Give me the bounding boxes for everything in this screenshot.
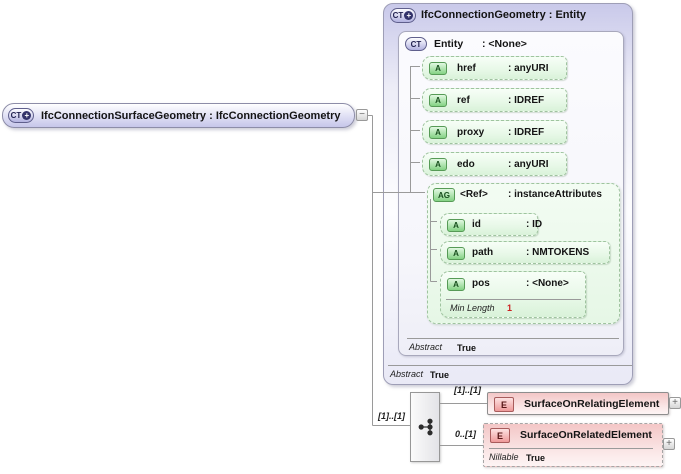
attribute-ref[interactable]: A ref : IDREF (422, 88, 567, 112)
complextype-plus-icon: CT+ (390, 8, 416, 23)
element-icon: E (490, 428, 510, 443)
attribute-path[interactable]: A path : NMTOKENS (440, 241, 610, 264)
attribute-proxy[interactable]: A proxy : IDREF (422, 120, 567, 144)
cardinality-relating: [1]..[1] (454, 385, 481, 395)
abstract-label: Abstract (409, 342, 443, 352)
attribute-type: : anyURI (508, 159, 549, 170)
attribute-type: : IDREF (508, 127, 545, 138)
attribute-name: ref (457, 95, 470, 106)
collapse-handle[interactable]: − (356, 109, 368, 121)
cardinality-related: 0..[1] (455, 429, 477, 439)
abstract-divider (407, 338, 619, 339)
element-label: SurfaceOnRelatedElement (520, 429, 652, 441)
all-model-group-icon (418, 418, 433, 436)
attribute-group-ref[interactable]: AG <Ref> : instanceAttributes A id : ID … (427, 183, 620, 324)
facet-divider (446, 299, 581, 300)
attribute-group-type: : instanceAttributes (508, 189, 602, 200)
cardinality-incoming: [1]..[1] (378, 411, 405, 421)
abstract-label: Abstract (390, 369, 424, 379)
entity-type-box[interactable]: CT Entity : <None> A href : anyURI A ref… (398, 31, 624, 356)
root-complextype-node[interactable]: CT+ IfcConnectionSurfaceGeometry : IfcCo… (2, 103, 355, 128)
attribute-icon: A (429, 94, 447, 107)
attribute-icon: A (447, 278, 465, 291)
all-compositor[interactable] (410, 392, 440, 462)
complextype-plus-icon: CT+ (8, 108, 34, 123)
expand-handle[interactable]: + (663, 438, 675, 450)
attribute-type: : anyURI (508, 63, 549, 74)
attribute-name: pos (472, 278, 490, 289)
nillable-label: Nillable (489, 452, 519, 462)
entity-type: : <None> (482, 38, 527, 50)
attribute-group-icon: AG (433, 188, 455, 202)
element-surface-on-related[interactable]: E SurfaceOnRelatedElement Nillable True (483, 423, 663, 467)
facet-label: Min Length (450, 303, 495, 313)
abstract-value: True (430, 370, 450, 380)
attribute-name: proxy (457, 127, 485, 138)
element-icon: E (494, 397, 514, 412)
facet-value: 1 (507, 303, 513, 313)
abstract-divider (388, 365, 632, 366)
attribute-type: : NMTOKENS (526, 247, 590, 258)
attribute-icon: A (447, 247, 465, 260)
complextype-icon: CT (405, 37, 427, 51)
nillable-divider (489, 448, 653, 449)
expand-handle[interactable]: + (669, 397, 681, 409)
abstract-value: True (457, 343, 477, 353)
attribute-pos[interactable]: A pos : <None> Min Length 1 (440, 271, 586, 318)
attribute-name: href (457, 63, 476, 74)
attribute-icon: A (429, 158, 447, 171)
attribute-group-name: <Ref> (460, 189, 488, 200)
attribute-name: edo (457, 159, 475, 170)
attribute-edo[interactable]: A edo : anyURI (422, 152, 567, 176)
nillable-value: True (526, 453, 546, 463)
attribute-name: path (472, 247, 494, 258)
attribute-id[interactable]: A id : ID (440, 213, 542, 236)
ct-badge-label: CT (10, 111, 22, 120)
attribute-href[interactable]: A href : anyURI (422, 56, 567, 80)
attribute-icon: A (429, 62, 447, 75)
element-label: SurfaceOnRelatingElement (524, 398, 660, 410)
attribute-icon: A (429, 126, 447, 139)
basetype-panel[interactable]: CT+ IfcConnectionGeometry : Entity CT En… (383, 3, 633, 385)
plus-circle-icon: + (22, 111, 32, 120)
element-surface-on-relating[interactable]: E SurfaceOnRelatingElement (487, 392, 669, 415)
attribute-type: : IDREF (508, 95, 545, 106)
attribute-type: : ID (526, 219, 543, 230)
attribute-icon: A (447, 219, 465, 232)
root-node-label: IfcConnectionSurfaceGeometry : IfcConnec… (41, 110, 341, 122)
panel-title: IfcConnectionGeometry : Entity (421, 9, 587, 21)
plus-circle-icon: + (404, 11, 414, 20)
ct-badge-label: CT (392, 11, 404, 20)
entity-name: Entity (434, 38, 464, 50)
attribute-name: id (472, 219, 481, 230)
attribute-type: : <None> (526, 278, 569, 289)
